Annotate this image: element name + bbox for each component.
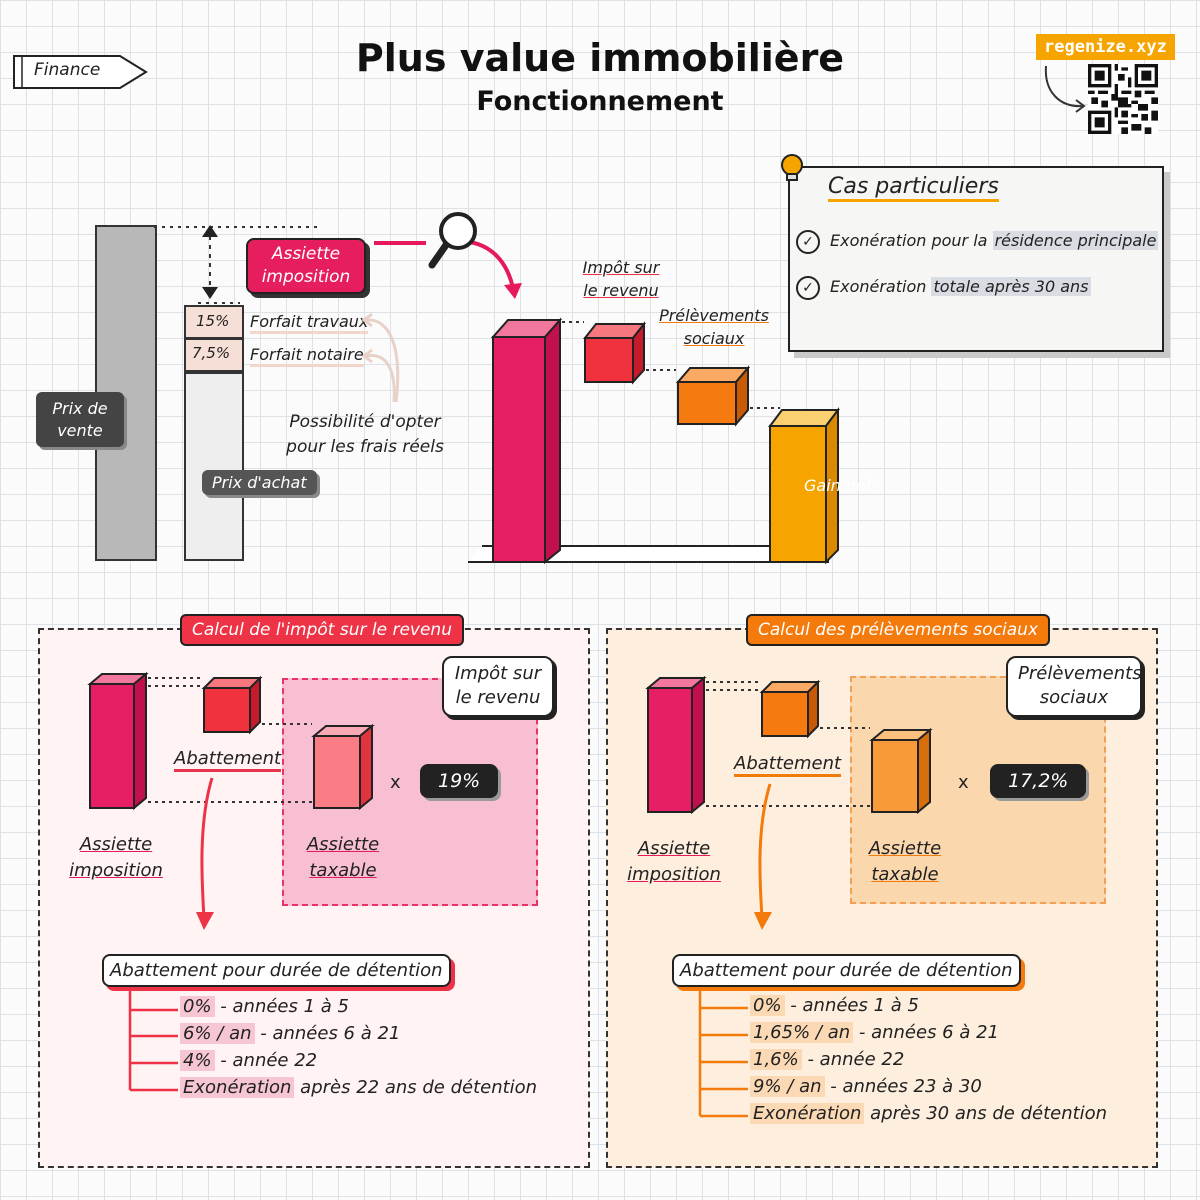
ps-result-box: Prélèvements sociaux	[1006, 656, 1142, 717]
duration-text: - années 23 à 30	[824, 1076, 982, 1097]
duration-highlight: 4%	[180, 1050, 215, 1071]
ir-taxable-label: Assiette taxable	[306, 834, 380, 882]
duration-highlight: Exonération	[180, 1077, 295, 1098]
page-subtitle: Fonctionnement	[476, 86, 724, 117]
special-case-highlight: totale après 30 ans	[931, 277, 1091, 296]
special-case-item: ✓ Exonération pour la résidence principal…	[796, 230, 1159, 254]
duration-text: - années 1 à 5	[214, 996, 349, 1017]
ps-mini-chart	[645, 676, 933, 815]
tax-base-label: Assiette imposition	[246, 238, 366, 294]
works-label: Forfait travaux	[250, 312, 369, 334]
notary-segment	[184, 338, 244, 372]
duration-highlight: Exonération	[750, 1103, 865, 1124]
ps-rate-badge: 17,2%	[990, 764, 1087, 798]
real-costs-note: Possibilité d'opter pour les frais réels	[286, 412, 444, 457]
ir-section-title: Calcul de l'impôt sur le revenu	[180, 614, 464, 646]
ps-section-title: Calcul des prélèvements sociaux	[746, 614, 1051, 646]
duration-text: - année 22	[801, 1049, 905, 1070]
duration-text: - années 6 à 21	[853, 1022, 1000, 1043]
waterfall-net-label: Gain net	[804, 476, 873, 495]
waterfall-ir-label: Impôt sur le revenu	[582, 258, 660, 301]
special-cases-title: Cas particuliers	[828, 174, 999, 202]
duration-text: après 22 ans de détention	[294, 1077, 538, 1098]
notary-pct: 7,5%	[192, 344, 231, 362]
ir-mini-chart	[87, 672, 375, 811]
duration-highlight: 1,65% / an	[750, 1022, 854, 1043]
duration-text: après 30 ans de détention	[864, 1103, 1108, 1124]
tag-label: Finance	[34, 60, 101, 80]
brand-logo[interactable]: regenize.xyz	[1036, 34, 1175, 60]
ps-base-label: Assiette imposition	[627, 838, 721, 886]
ir-duration-item: 0% - années 1 à 5	[180, 996, 349, 1017]
purchase-price-label: Prix d'achat	[202, 470, 317, 495]
ps-duration-item: 0% - années 1 à 5	[750, 995, 919, 1016]
ir-duration-item: 6% / an - années 6 à 21	[180, 1023, 400, 1044]
curved-arrow-icon	[1044, 65, 1086, 113]
ir-tree-lines	[128, 990, 178, 1092]
ir-duration-title: Abattement pour durée de détention	[102, 954, 451, 987]
ps-duration-item: 9% / an - années 23 à 30	[750, 1076, 982, 1097]
duration-text: - année 22	[214, 1050, 318, 1071]
ps-tree-lines	[698, 990, 748, 1118]
ir-multiply-sign: x	[390, 772, 401, 793]
ps-multiply-sign: x	[958, 772, 969, 793]
check-circle-icon: ✓	[796, 230, 820, 254]
ir-abatement-label: Abattement	[174, 748, 282, 772]
special-case-text: Exonération	[830, 277, 932, 296]
finance-tag: Finance	[10, 52, 150, 92]
duration-highlight: 1,6%	[750, 1049, 802, 1070]
tag-arrow-shape	[13, 55, 148, 89]
sale-price-label: Prix de vente	[36, 392, 124, 448]
ps-duration-item: Exonération après 30 ans de détention	[750, 1103, 1107, 1124]
page-title: Plus value immobilière	[355, 36, 845, 80]
duration-highlight: 9% / an	[750, 1076, 825, 1097]
ps-duration-title: Abattement pour durée de détention	[672, 954, 1021, 987]
ir-rate-badge: 19%	[420, 764, 499, 798]
ps-duration-item: 1,65% / an - années 6 à 21	[750, 1022, 999, 1043]
check-circle-icon: ✓	[796, 276, 820, 300]
special-case-highlight: résidence principale	[992, 231, 1159, 250]
ps-abatement-label: Abattement	[734, 753, 842, 777]
ps-down-arrow	[754, 783, 772, 930]
duration-highlight: 6% / an	[180, 1023, 255, 1044]
real-costs-arrows	[362, 312, 400, 403]
waterfall-chart	[468, 317, 840, 565]
special-case-text: Exonération pour la	[830, 231, 993, 250]
ir-down-arrow	[196, 777, 214, 930]
special-case-item: ✓ Exonération totale après 30 ans	[796, 276, 1091, 300]
ir-duration-item: Exonération après 22 ans de détention	[180, 1077, 537, 1098]
duration-text: - années 1 à 5	[784, 995, 919, 1016]
ir-duration-item: 4% - année 22	[180, 1050, 317, 1071]
waterfall-ps-label: Prélèvements sociaux	[659, 306, 769, 349]
ps-duration-item: 1,6% - année 22	[750, 1049, 904, 1070]
magnifier-arrow	[374, 212, 522, 299]
ir-base-label: Assiette imposition	[69, 834, 163, 882]
ir-result-box: Impôt sur le revenu	[442, 656, 554, 717]
duration-highlight: 0%	[750, 995, 785, 1016]
duration-text: - années 6 à 21	[254, 1023, 401, 1044]
left-connectors	[154, 225, 320, 304]
ps-taxable-label: Assiette taxable	[868, 838, 942, 886]
lightbulb-icon	[781, 154, 803, 181]
special-cases-card: Cas particuliers ✓ Exonération pour la ré…	[788, 166, 1164, 352]
qr-code-icon[interactable]	[1088, 64, 1158, 134]
notary-label: Forfait notaire	[250, 345, 364, 367]
works-pct: 15%	[196, 312, 230, 330]
purchase-price-bar	[184, 372, 244, 561]
duration-highlight: 0%	[180, 996, 215, 1017]
